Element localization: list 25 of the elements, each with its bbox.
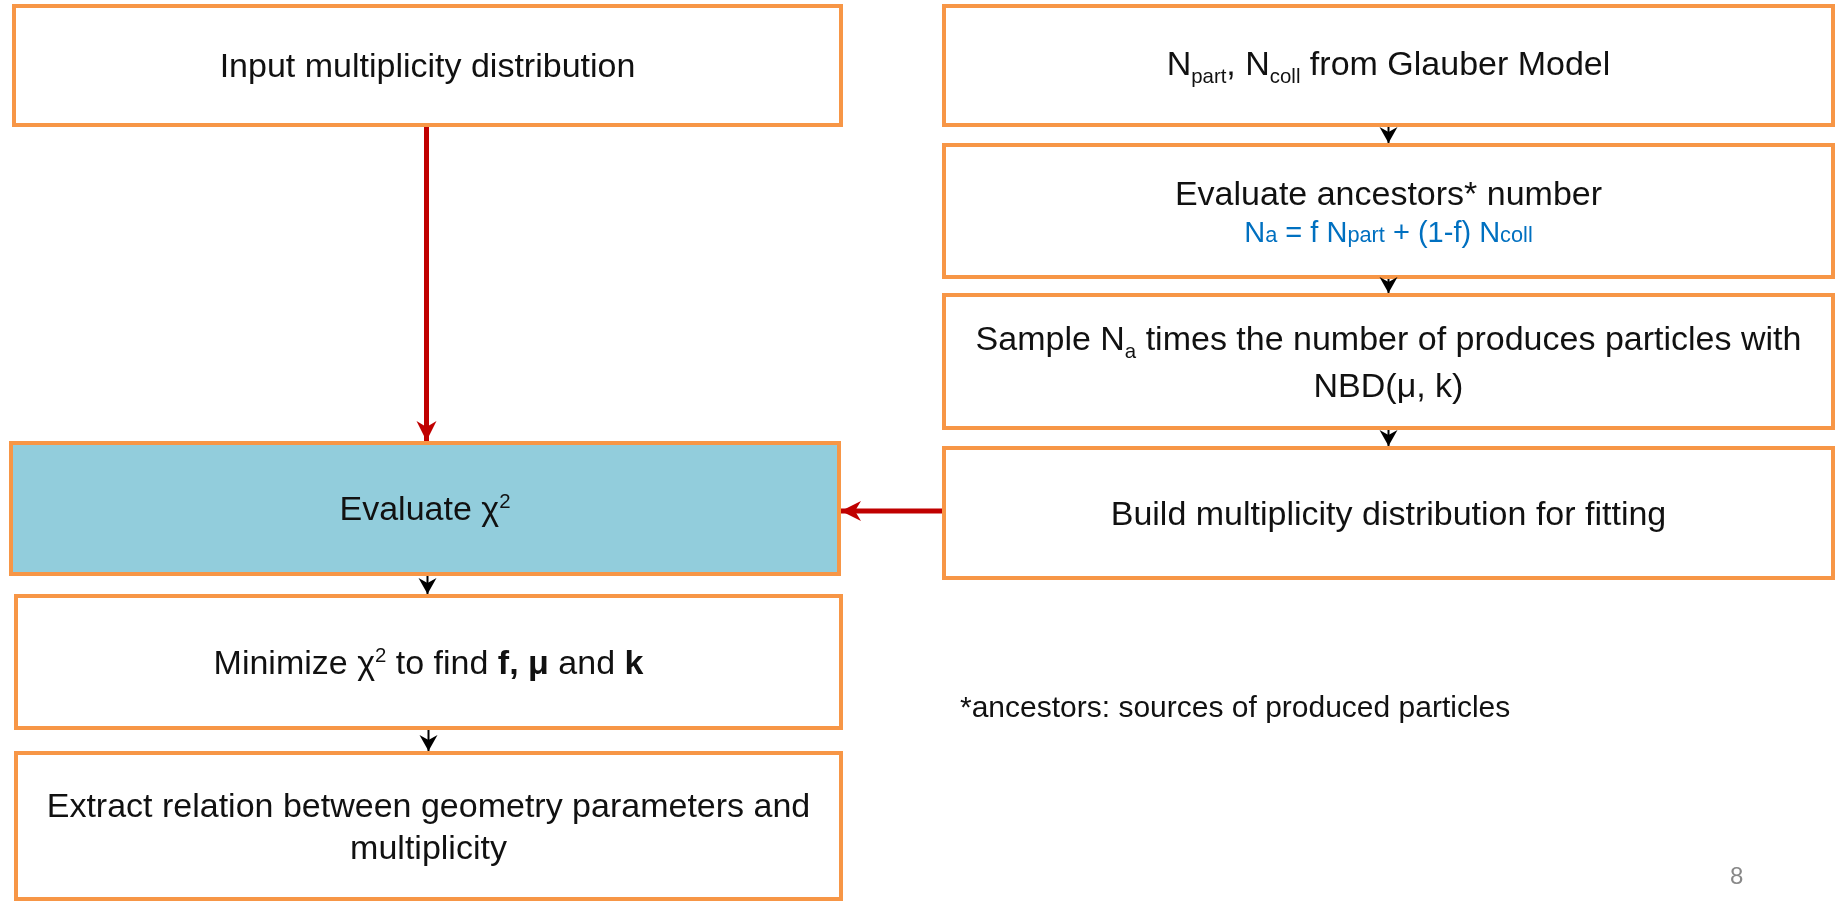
arrow — [416, 127, 437, 441]
process-box — [942, 446, 1835, 580]
node-text: Build multiplicity distribution for fitting — [1109, 492, 1668, 534]
node-text: Input multiplicity distribution — [218, 45, 637, 87]
arrow — [1379, 126, 1398, 144]
node-text: Evaluate ancestors* number — [1173, 172, 1604, 214]
process-box — [14, 594, 843, 730]
arrow — [418, 575, 437, 595]
node-text: N$_{part}$, N$_{coll}$ from Glauber Model — [1165, 42, 1612, 89]
process-box — [942, 293, 1835, 430]
process-box — [942, 143, 1835, 279]
process-box — [942, 4, 1835, 127]
arrow — [841, 501, 942, 521]
arrow — [1379, 429, 1398, 447]
node-text: Sample N$_{a}$ times the number of produces particles with NBD(μ, k) — [974, 317, 1803, 406]
arrow — [419, 729, 438, 752]
page-number: 8 — [1730, 862, 1744, 890]
node-text: Extract relation between geometry parameters and multiplicity — [45, 784, 812, 868]
node-text: Minimize χ$^{2}$ to find f, μ and k — [212, 641, 645, 683]
footnote-text: *ancestors: sources of produced particles — [960, 690, 1511, 724]
node-text: Evaluate χ$^{2}$ — [338, 488, 512, 530]
arrow — [1379, 277, 1398, 294]
process-box — [12, 4, 843, 127]
process-box — [14, 751, 843, 901]
highlighted-process-box — [9, 441, 841, 576]
